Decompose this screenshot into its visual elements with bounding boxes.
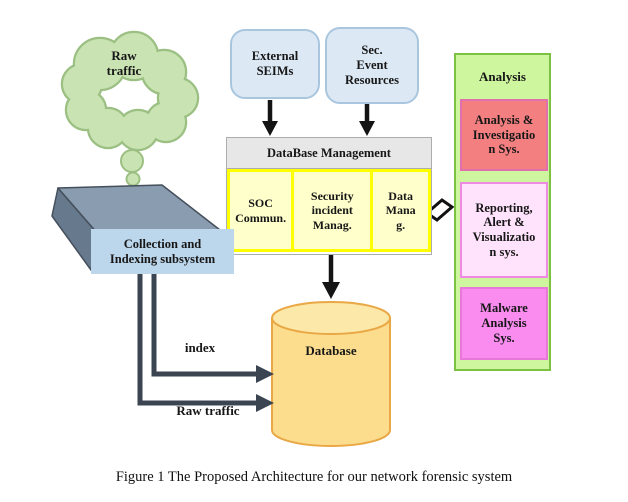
thought-bubble-large [120, 149, 144, 173]
database-management-panel: DataBase Management SOC Commun. Security… [226, 137, 432, 255]
soc-commun-module: SOC Commun. [227, 169, 295, 252]
analysis-investigation-label: Analysis & Investigatio n Sys. [472, 112, 536, 157]
data-manag-module: Data Mana g. [370, 169, 431, 252]
reporting-alert-visualization-label: Reporting, Alert & Visualizatio n sys. [472, 200, 536, 259]
external-seims-label: External SEIMs [251, 49, 299, 78]
data-manag-label: Data Mana g. [385, 189, 416, 232]
thought-bubble-small [125, 171, 141, 187]
security-incident-module: Security incident Manag. [291, 169, 374, 252]
database-cylinder-label: Database [305, 343, 357, 358]
collection-indexing-label-box: Collection and Indexing subsystem [91, 229, 234, 274]
malware-analysis-label: Malware Analysis Sys. [480, 301, 528, 345]
database-management-header: DataBase Management [227, 138, 431, 169]
analysis-investigation-box: Analysis & Investigatio n Sys. [460, 99, 548, 171]
malware-analysis-box: Malware Analysis Sys. [460, 287, 548, 360]
database-cylinder-shape [271, 301, 391, 447]
database-management-modules: SOC Commun. Security incident Manag. Dat… [227, 169, 431, 252]
raw-traffic-cloud-shape [60, 30, 200, 187]
collection-indexing-label: Collection and Indexing subsystem [109, 236, 216, 266]
security-incident-label: Security incident Manag. [310, 189, 354, 232]
connector-diamond [424, 198, 455, 222]
analysis-panel: Analysis Analysis & Investigatio n Sys. … [454, 53, 551, 371]
collection-to-database-edges [137, 272, 274, 412]
external-seims-box: External SEIMs [230, 29, 320, 99]
raw-traffic-edge-label: Raw traffic [176, 403, 240, 418]
index-edge-label: index [184, 340, 216, 355]
reporting-alert-visualization-box: Reporting, Alert & Visualizatio n sys. [460, 182, 548, 278]
analysis-panel-title: Analysis [479, 69, 526, 84]
sec-event-resources-label: Sec. Event Resources [345, 43, 399, 87]
sec-event-resources-box: Sec. Event Resources [325, 27, 419, 104]
raw-traffic-cloud-label: Raw traffic [106, 48, 142, 79]
figure-caption: Figure 1 The Proposed Architecture for o… [115, 469, 513, 485]
soc-commun-label: SOC Commun. [235, 196, 287, 225]
